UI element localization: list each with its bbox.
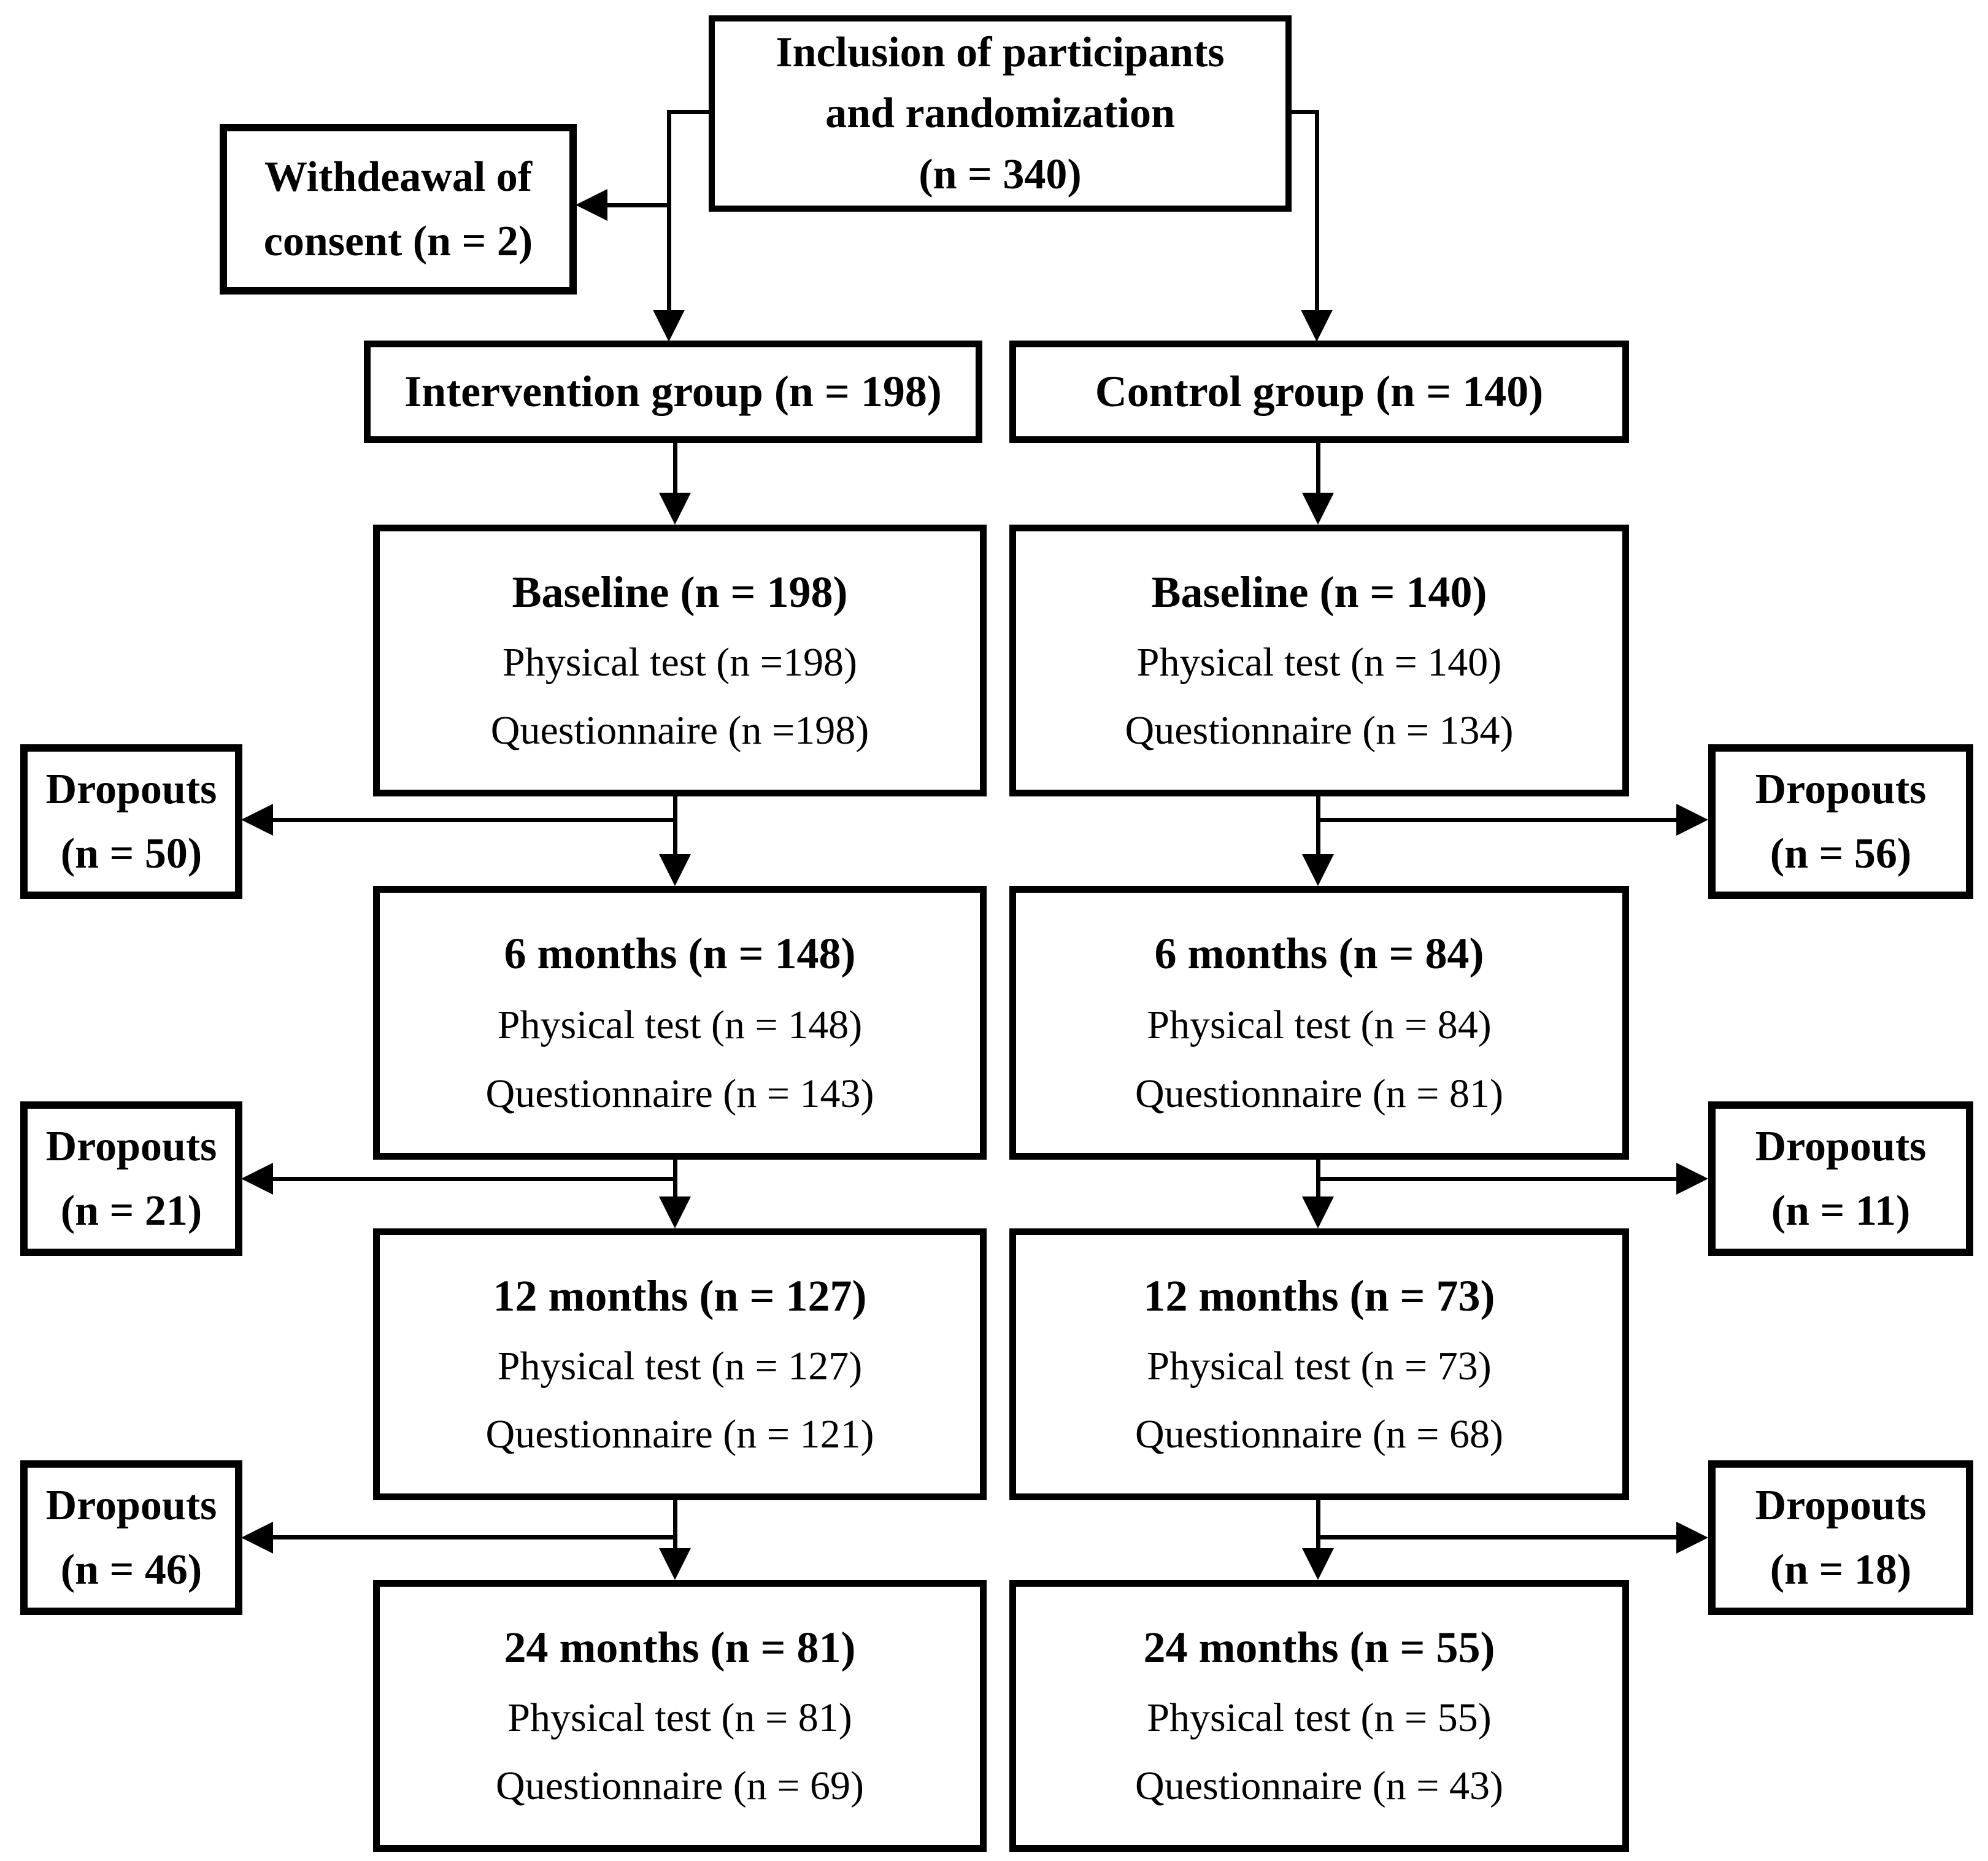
twentyfour-months-box-intervention: 24 months (n = 81) Physical test (n = 81…	[373, 1580, 987, 1852]
arrowhead-right-icon	[1676, 1522, 1708, 1554]
connector-line	[273, 818, 677, 822]
connector-line	[1316, 1535, 1678, 1539]
stage-title: 6 months (n = 84)	[1154, 929, 1484, 978]
stage-title: 6 months (n = 148)	[504, 929, 856, 978]
arrowhead-down-icon	[1302, 854, 1334, 886]
arrowhead-down-icon	[659, 493, 691, 525]
connector-line	[1316, 818, 1678, 822]
arrowhead-down-icon	[659, 1548, 691, 1580]
stage-title: Baseline (n = 140)	[1151, 568, 1487, 617]
control-group-box: Control group (n = 140)	[1009, 341, 1629, 443]
questionnaire-count: Questionnaire (n =198)	[490, 708, 869, 753]
twelve-months-box-intervention: 12 months (n = 127) Physical test (n = 1…	[373, 1228, 987, 1500]
arrowhead-down-icon	[653, 310, 685, 342]
connector-line	[673, 795, 677, 855]
arrowhead-down-icon	[659, 854, 691, 886]
stage-title: 24 months (n = 81)	[504, 1623, 856, 1672]
dropouts-box-control-1: Dropouts (n = 56)	[1708, 744, 1973, 899]
stage-title: Baseline (n = 198)	[512, 568, 848, 617]
physical-test-count: Physical test (n = 140)	[1136, 640, 1502, 685]
connector-line	[667, 110, 711, 114]
questionnaire-count: Questionnaire (n = 69)	[496, 1763, 864, 1808]
twelve-months-box-control: 12 months (n = 73) Physical test (n = 73…	[1009, 1228, 1629, 1500]
connector-line	[667, 110, 671, 310]
stage-title: 12 months (n = 127)	[493, 1271, 867, 1320]
connector-line	[606, 203, 669, 207]
dropouts-box-intervention-2: Dropouts (n = 21)	[20, 1101, 242, 1256]
intervention-group-box: Intervention group (n = 198)	[364, 341, 982, 443]
six-months-box-control: 6 months (n = 84) Physical test (n = 84)…	[1009, 886, 1629, 1160]
dropouts-box-control-3: Dropouts (n = 18)	[1708, 1460, 1973, 1615]
physical-test-count: Physical test (n = 55)	[1147, 1695, 1492, 1740]
connector-line	[673, 1498, 677, 1549]
baseline-box-intervention: Baseline (n = 198) Physical test (n =198…	[373, 525, 987, 796]
connector-line	[273, 1177, 677, 1181]
arrowhead-down-icon	[1302, 493, 1334, 525]
arrowhead-right-icon	[1676, 1163, 1708, 1195]
physical-test-count: Physical test (n = 73)	[1147, 1344, 1492, 1389]
withdrawal-of-consent-box: Withdeawal of consent (n = 2)	[220, 124, 577, 295]
connector-line	[1316, 441, 1320, 495]
physical-test-count: Physical test (n = 81)	[507, 1695, 852, 1740]
arrowhead-left-icon	[241, 1163, 273, 1195]
questionnaire-count: Questionnaire (n = 121)	[485, 1412, 874, 1457]
questionnaire-count: Questionnaire (n = 143)	[485, 1071, 874, 1116]
connector-line	[1316, 1177, 1678, 1181]
physical-test-count: Physical test (n =198)	[503, 640, 857, 685]
arrowhead-down-icon	[659, 1196, 691, 1228]
arrowhead-down-icon	[1302, 1196, 1334, 1228]
connector-line	[1315, 110, 1319, 310]
connector-line	[273, 1535, 677, 1539]
physical-test-count: Physical test (n = 127)	[497, 1344, 863, 1389]
dropouts-box-control-2: Dropouts (n = 11)	[1708, 1101, 1973, 1256]
stage-title: 24 months (n = 55)	[1143, 1623, 1495, 1672]
connector-line	[1316, 795, 1320, 855]
six-months-box-intervention: 6 months (n = 148) Physical test (n = 14…	[373, 886, 987, 1160]
connector-line	[1287, 110, 1319, 114]
stage-title: 12 months (n = 73)	[1143, 1271, 1495, 1320]
physical-test-count: Physical test (n = 148)	[497, 1002, 863, 1047]
questionnaire-count: Questionnaire (n = 81)	[1135, 1071, 1503, 1116]
arrowhead-down-icon	[1301, 310, 1333, 342]
arrowhead-down-icon	[1302, 1548, 1334, 1580]
baseline-box-control: Baseline (n = 140) Physical test (n = 14…	[1009, 525, 1629, 796]
arrowhead-left-icon	[241, 1522, 273, 1554]
questionnaire-count: Questionnaire (n = 43)	[1135, 1763, 1503, 1808]
connector-line	[673, 441, 677, 495]
physical-test-count: Physical test (n = 84)	[1147, 1002, 1492, 1047]
arrowhead-left-icon	[241, 804, 273, 836]
arrowhead-right-icon	[1676, 804, 1708, 836]
inclusion-randomization-box: Inclusion of participants and randomizat…	[709, 15, 1292, 212]
arrowhead-left-icon	[576, 189, 607, 221]
questionnaire-count: Questionnaire (n = 134)	[1125, 708, 1514, 753]
twentyfour-months-box-control: 24 months (n = 55) Physical test (n = 55…	[1009, 1580, 1629, 1852]
dropouts-box-intervention-1: Dropouts (n = 50)	[20, 744, 242, 899]
questionnaire-count: Questionnaire (n = 68)	[1135, 1412, 1503, 1457]
connector-line	[1316, 1498, 1320, 1549]
dropouts-box-intervention-3: Dropouts (n = 46)	[20, 1460, 242, 1615]
